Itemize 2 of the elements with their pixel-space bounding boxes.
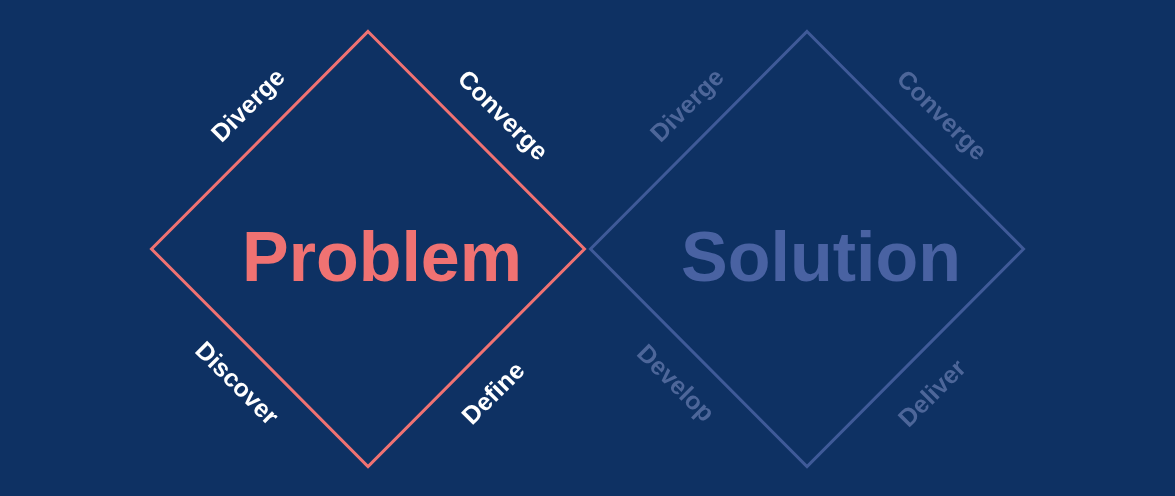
diamond-title: Solution — [681, 217, 961, 297]
diamond-title: Problem — [241, 217, 523, 297]
